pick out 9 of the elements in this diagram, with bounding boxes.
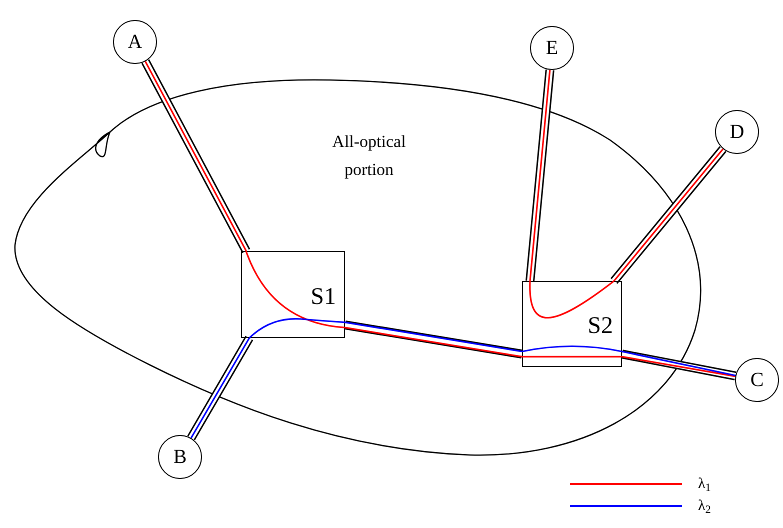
legend-label: λ$_{1}$	[698, 475, 711, 494]
region-label: All-optical portion	[331, 131, 407, 181]
legend-label: λ$_{2}$	[698, 497, 711, 516]
lightpath-line	[344, 322, 522, 352]
lightpath-line	[344, 326, 522, 358]
switch-box: S1	[241, 251, 345, 338]
switch-box: S2	[522, 281, 622, 367]
fiber-link	[344, 320, 523, 359]
lightpath-line	[622, 356, 736, 378]
